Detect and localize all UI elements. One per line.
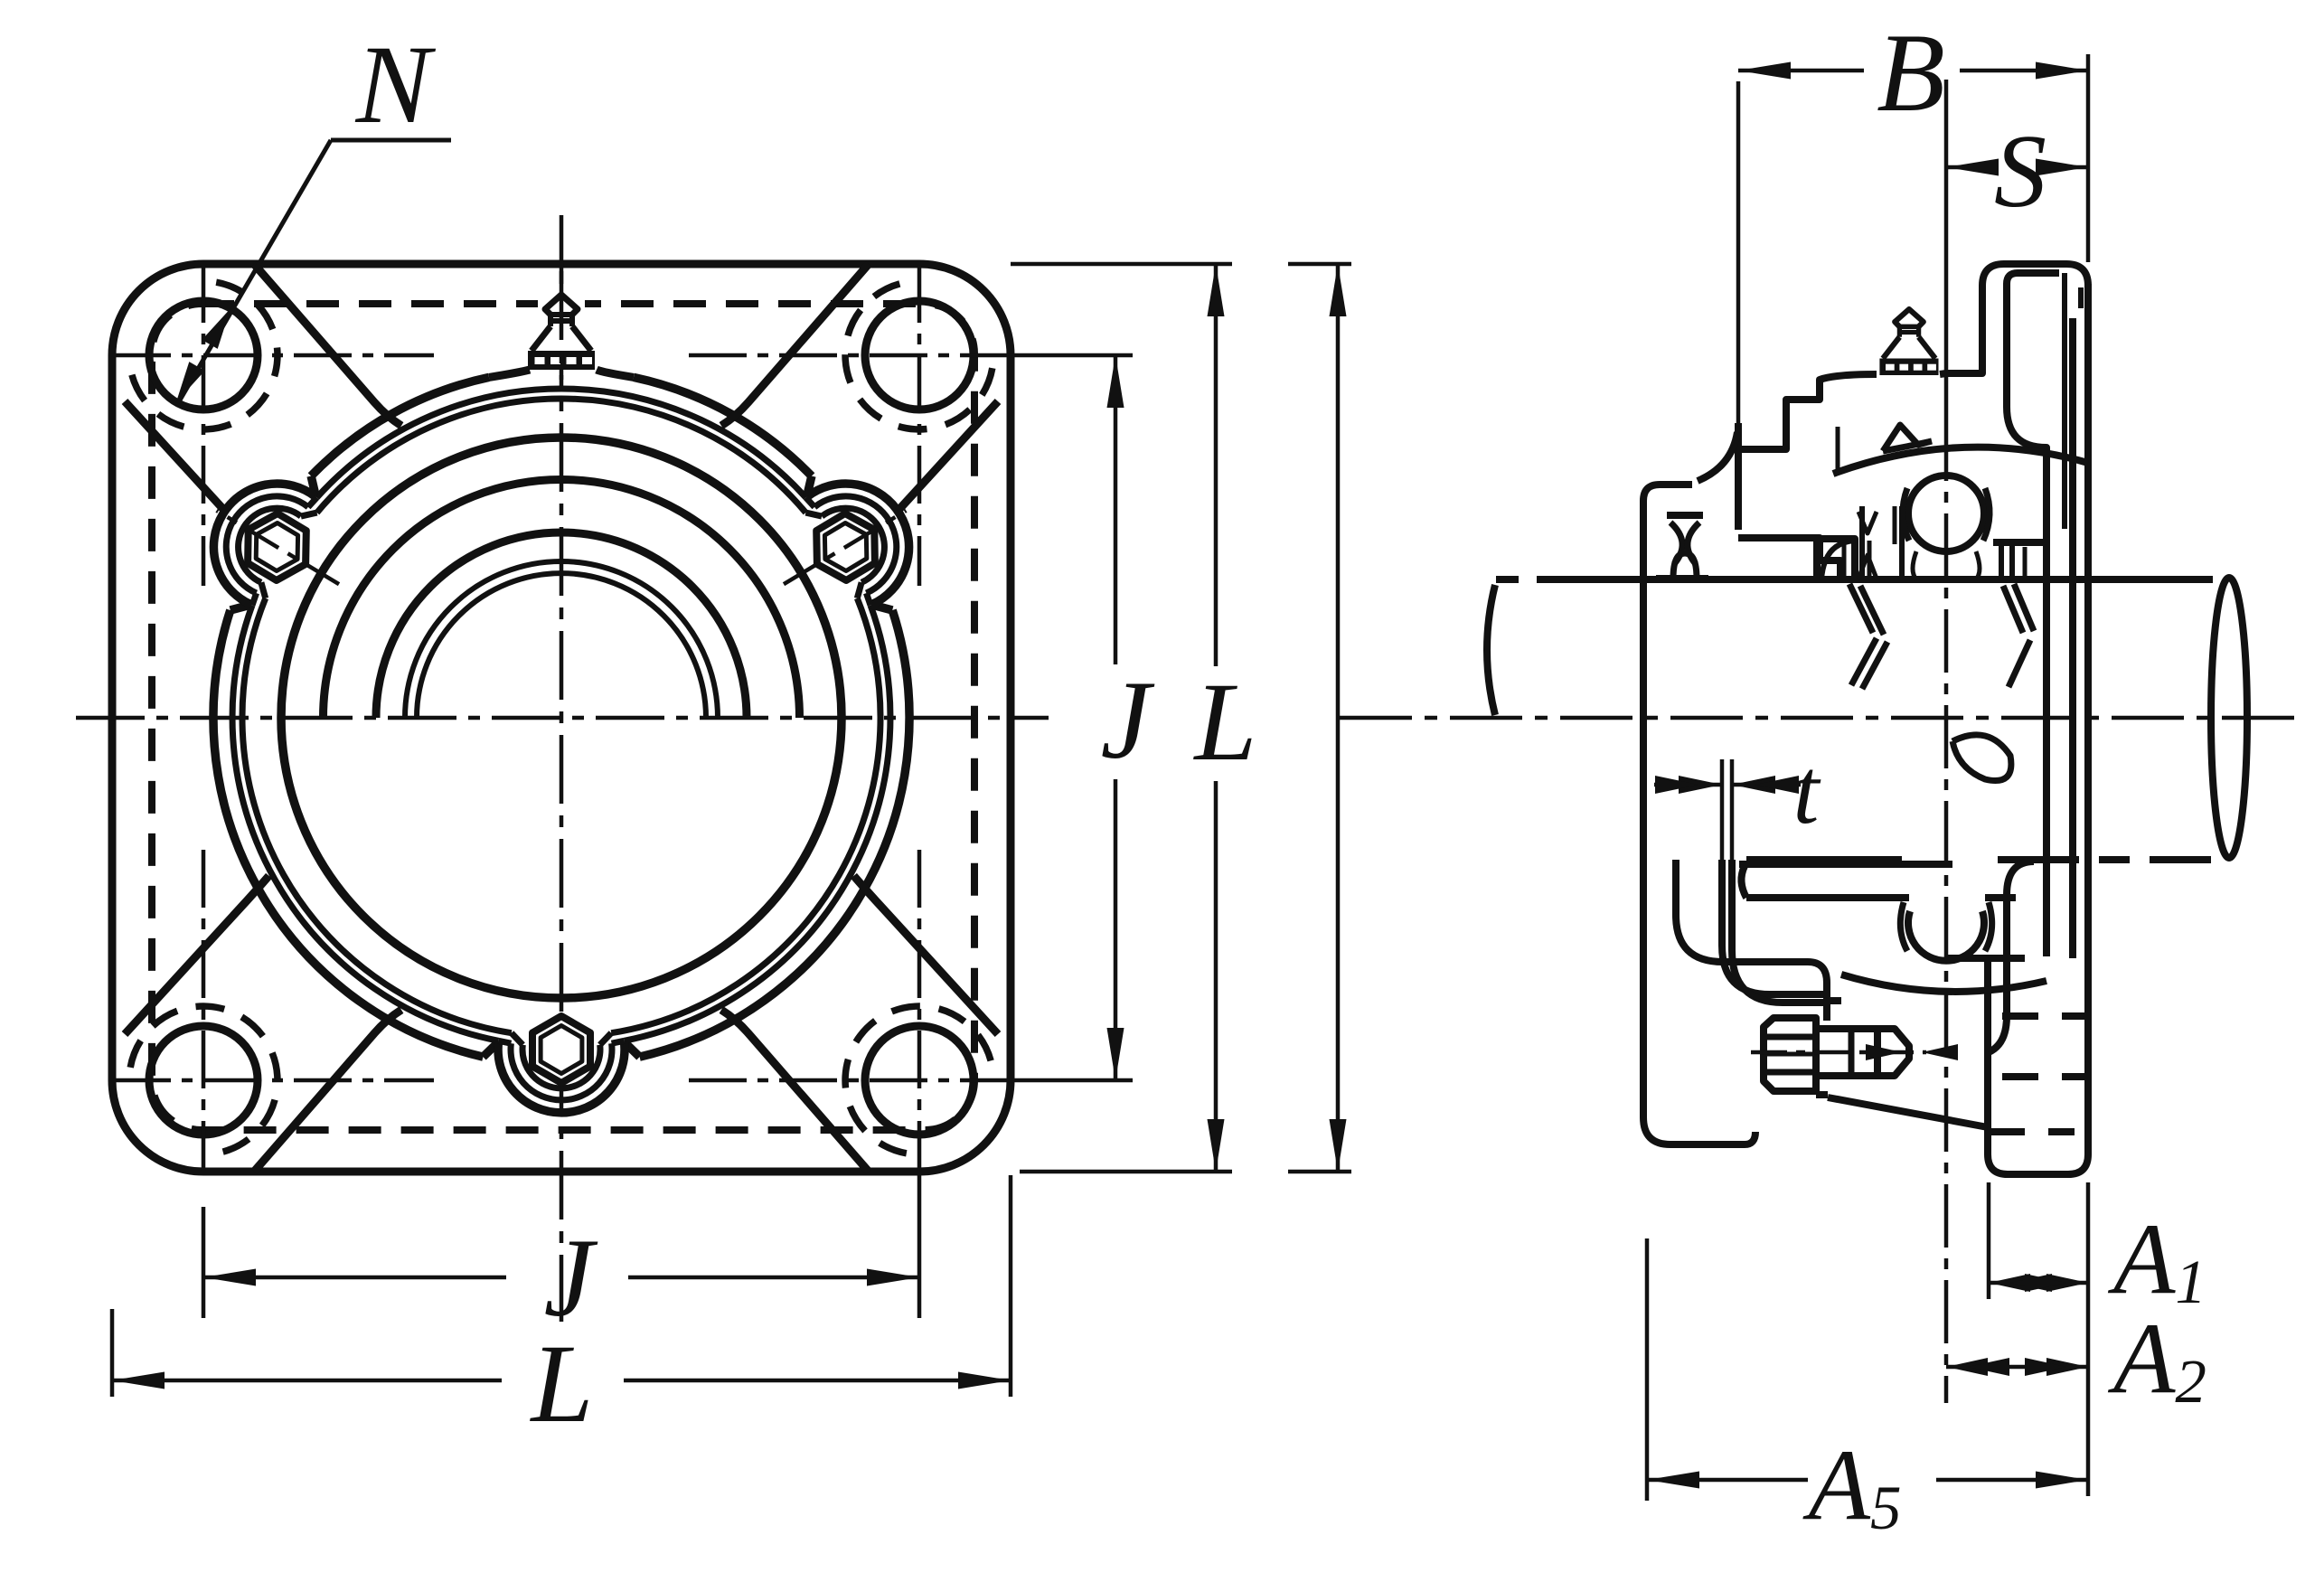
svg-text:N: N [355, 23, 437, 146]
svg-text:S: S [1994, 114, 2046, 230]
svg-text:J: J [1100, 658, 1154, 782]
svg-text:t: t [1793, 739, 1821, 843]
svg-text:L: L [1193, 660, 1257, 784]
svg-text:J: J [543, 1216, 597, 1340]
svg-text:B: B [1877, 11, 1945, 135]
svg-text:L: L [530, 1322, 594, 1445]
